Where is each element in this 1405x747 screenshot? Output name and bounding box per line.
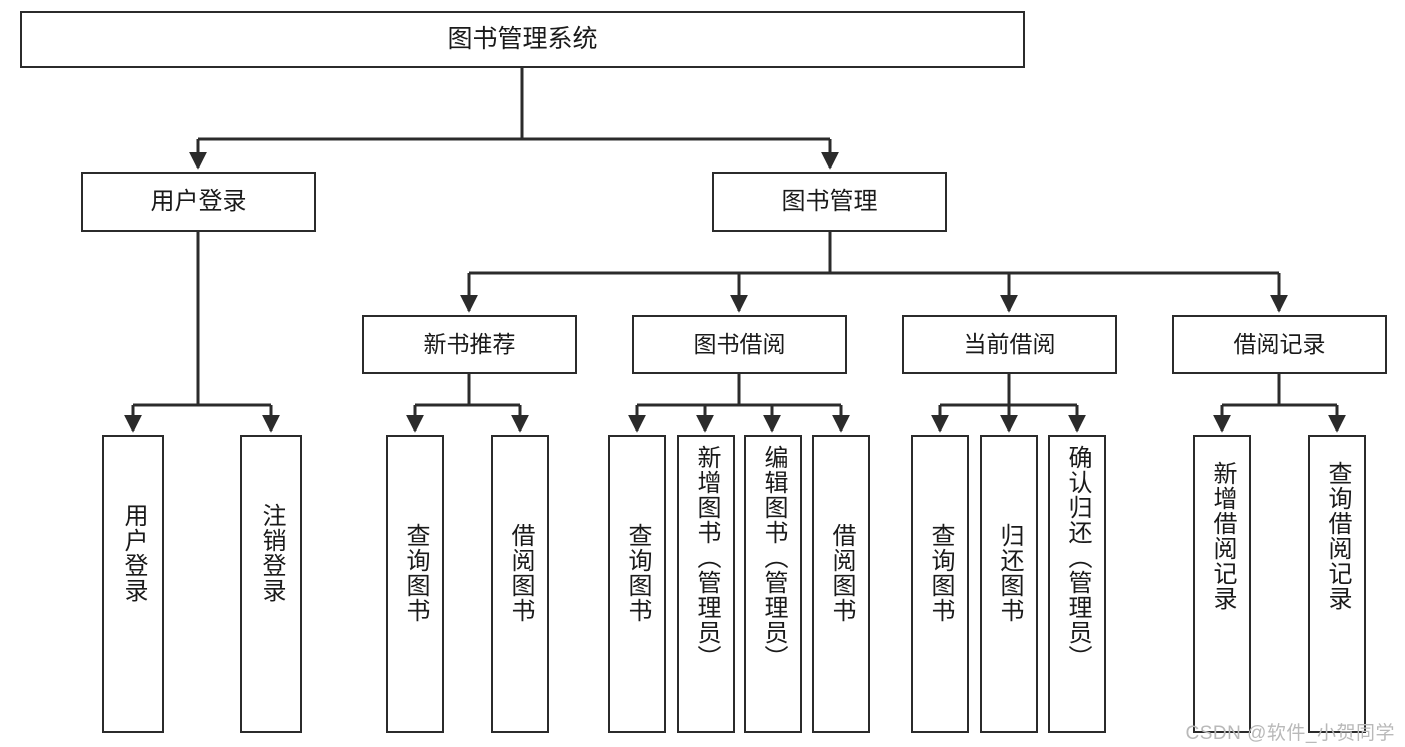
node-leaf-query-book-3[interactable]: 查询图书	[911, 435, 969, 733]
node-label: 查询图书	[927, 523, 954, 623]
node-user-login[interactable]: 用户登录	[81, 172, 316, 232]
watermark-text: CSDN @软件_小贺同学	[1185, 723, 1395, 744]
node-leaf-borrow-book-1[interactable]: 借阅图书	[491, 435, 549, 733]
node-leaf-add-borrow-record[interactable]: 新增借阅记录	[1193, 435, 1251, 733]
node-label: 用户登录	[120, 503, 147, 603]
node-leaf-query-borrow-record[interactable]: 查询借阅记录	[1308, 435, 1366, 733]
node-leaf-borrow-book-2[interactable]: 借阅图书	[812, 435, 870, 733]
node-label: 新增借阅记录	[1209, 461, 1236, 611]
node-label: 新书推荐	[423, 330, 516, 357]
node-label: 确认归还（管理员）	[1064, 445, 1091, 670]
node-leaf-add-book[interactable]: 新增图书（管理员）	[677, 435, 735, 733]
node-label: 图书管理	[781, 187, 878, 215]
node-label: 图书借阅	[693, 330, 786, 357]
node-leaf-confirm-return[interactable]: 确认归还（管理员）	[1048, 435, 1106, 733]
node-label: 归还图书	[996, 523, 1023, 623]
node-label: 注销登录	[258, 503, 285, 603]
node-leaf-query-book-2[interactable]: 查询图书	[608, 435, 666, 733]
node-label: 借阅图书	[507, 523, 534, 623]
node-label: 查询借阅记录	[1324, 461, 1351, 611]
node-label: 查询图书	[402, 523, 429, 623]
node-book-borrow[interactable]: 图书借阅	[632, 315, 847, 374]
node-book-management[interactable]: 图书管理	[712, 172, 947, 232]
node-label: 编辑图书（管理员）	[760, 445, 787, 670]
node-borrow-record[interactable]: 借阅记录	[1172, 315, 1387, 374]
node-leaf-user-logout[interactable]: 注销登录	[240, 435, 302, 733]
node-leaf-return-book[interactable]: 归还图书	[980, 435, 1038, 733]
node-book-management-system[interactable]: 图书管理系统	[20, 11, 1025, 68]
node-leaf-user-login[interactable]: 用户登录	[102, 435, 164, 733]
node-label: 用户登录	[150, 187, 247, 215]
node-label: 图书管理系统	[447, 24, 598, 53]
node-label: 新增图书（管理员）	[693, 445, 720, 670]
node-label: 借阅图书	[828, 523, 855, 623]
node-leaf-query-book-1[interactable]: 查询图书	[386, 435, 444, 733]
node-current-borrow[interactable]: 当前借阅	[902, 315, 1117, 374]
node-leaf-edit-book[interactable]: 编辑图书（管理员）	[744, 435, 802, 733]
node-label: 查询图书	[624, 523, 651, 623]
node-new-book-recommend[interactable]: 新书推荐	[362, 315, 577, 374]
node-label: 借阅记录	[1233, 330, 1326, 357]
node-label: 当前借阅	[963, 330, 1056, 357]
